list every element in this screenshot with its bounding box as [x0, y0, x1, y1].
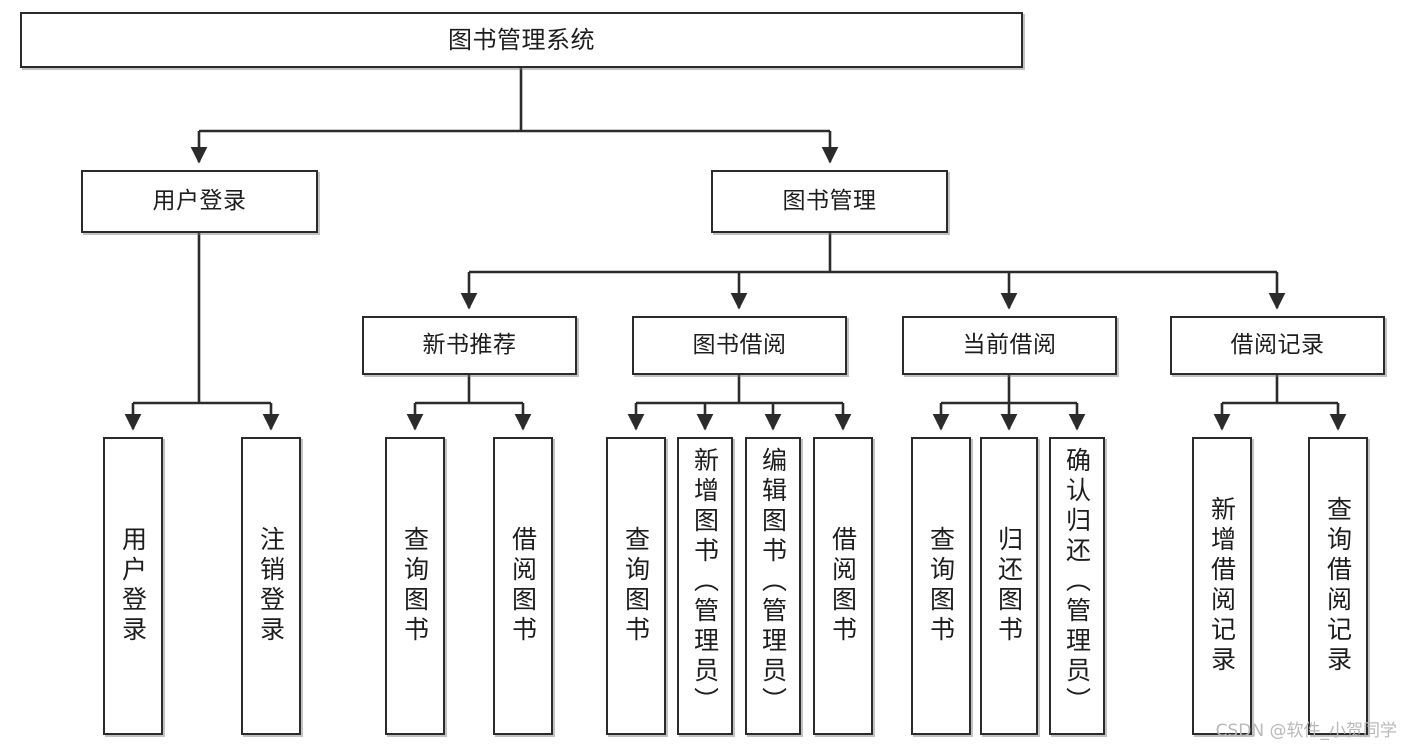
leaf-query-book-borrow-label: 查询图书	[621, 526, 651, 646]
node-root-label: 图书管理系统	[448, 25, 595, 54]
node-borrow-record[interactable]: 借阅记录	[1170, 316, 1385, 375]
watermark: CSDN @软件_小贺同学	[1215, 721, 1397, 741]
leaf-return-book-label: 归还图书	[994, 526, 1024, 646]
leaf-query-book-recommend[interactable]: 查询图书	[385, 437, 445, 735]
node-book-borrow-label: 图书借阅	[692, 331, 787, 358]
leaf-query-book-borrow[interactable]: 查询图书	[606, 437, 666, 735]
node-new-book-recommend-label: 新书推荐	[422, 331, 517, 358]
leaf-add-borrow-record-label: 新增借阅记录	[1207, 496, 1237, 676]
leaf-edit-book-admin-label: 编辑图书（管理员）	[758, 447, 788, 717]
node-book-manage-label: 图书管理	[782, 187, 877, 214]
leaf-query-book-current-label: 查询图书	[926, 526, 956, 646]
node-current-borrow-label: 当前借阅	[962, 331, 1057, 358]
leaf-user-login[interactable]: 用户登录	[103, 437, 163, 735]
node-current-borrow[interactable]: 当前借阅	[902, 316, 1117, 375]
leaf-query-borrow-record-label: 查询借阅记录	[1323, 496, 1353, 676]
leaf-confirm-return-admin[interactable]: 确认归还（管理员）	[1049, 437, 1105, 735]
leaf-borrow-book-recommend[interactable]: 借阅图书	[493, 437, 553, 735]
leaf-borrow-book-label: 借阅图书	[828, 526, 858, 646]
leaf-add-book-admin-label: 新增图书（管理员）	[690, 447, 720, 717]
leaf-return-book[interactable]: 归还图书	[980, 437, 1038, 735]
leaf-query-book-recommend-label: 查询图书	[400, 526, 430, 646]
leaf-query-borrow-record[interactable]: 查询借阅记录	[1308, 437, 1368, 735]
node-book-manage[interactable]: 图书管理	[711, 170, 948, 233]
leaf-logout-label: 注销登录	[256, 526, 286, 646]
leaf-user-login-label: 用户登录	[118, 526, 148, 646]
node-borrow-record-label: 借阅记录	[1230, 331, 1325, 358]
leaf-add-book-admin[interactable]: 新增图书（管理员）	[677, 437, 733, 735]
node-root[interactable]: 图书管理系统	[20, 12, 1023, 68]
node-user-login[interactable]: 用户登录	[81, 170, 318, 233]
leaf-confirm-return-admin-label: 确认归还（管理员）	[1062, 447, 1092, 717]
leaf-add-borrow-record[interactable]: 新增借阅记录	[1192, 437, 1252, 735]
leaf-logout[interactable]: 注销登录	[241, 437, 301, 735]
leaf-borrow-book[interactable]: 借阅图书	[813, 437, 873, 735]
leaf-query-book-current[interactable]: 查询图书	[911, 437, 971, 735]
node-book-borrow[interactable]: 图书借阅	[632, 316, 847, 375]
leaf-edit-book-admin[interactable]: 编辑图书（管理员）	[745, 437, 801, 735]
node-user-login-label: 用户登录	[152, 187, 247, 214]
node-new-book-recommend[interactable]: 新书推荐	[362, 316, 577, 375]
leaf-borrow-book-recommend-label: 借阅图书	[508, 526, 538, 646]
